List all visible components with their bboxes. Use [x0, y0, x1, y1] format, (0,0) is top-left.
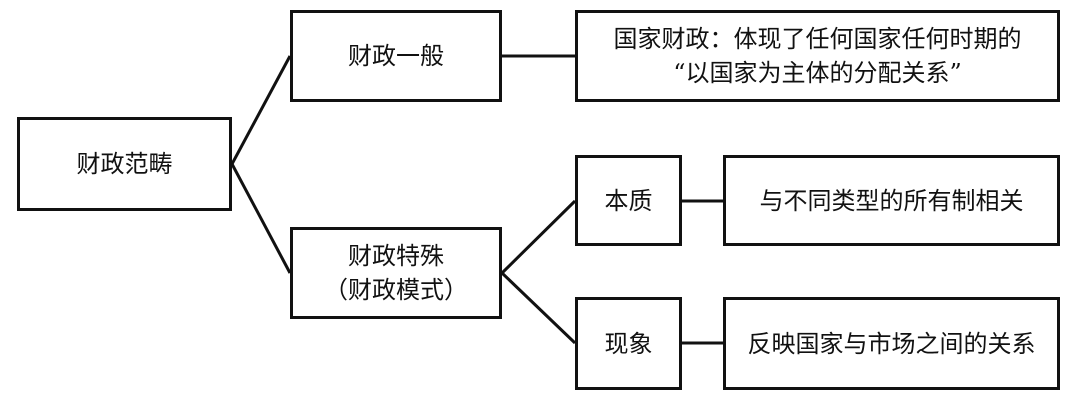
general-label: 财政一般: [348, 42, 444, 70]
phenomenon-node: 现象: [575, 297, 682, 390]
phenomenon-description-node: 反映国家与市场之间的关系: [723, 297, 1060, 390]
root-label: 财政范畴: [76, 150, 173, 178]
special-node: 财政特殊 （财政模式）: [290, 227, 502, 319]
general-description-node: 国家财政：体现了任何国家任何时期的 “以国家为主体的分配关系”: [575, 10, 1060, 102]
connector-special-to-essence: [500, 199, 577, 275]
essence-node: 本质: [575, 155, 682, 246]
general-description-line2: “以国家为主体的分配关系”: [673, 59, 962, 87]
connector-root-to-general: [230, 55, 292, 165]
connector-special-to-phenomenon: [500, 271, 577, 345]
general-node: 财政一般: [290, 10, 502, 102]
connector-root-to-special: [230, 163, 292, 274]
root-node: 财政范畴: [17, 117, 232, 211]
essence-description: 与不同类型的所有制相关: [759, 186, 1024, 215]
phenomenon-description: 反映国家与市场之间的关系: [747, 329, 1036, 358]
special-label-line1: 财政特殊: [348, 242, 444, 270]
essence-description-node: 与不同类型的所有制相关: [723, 155, 1060, 246]
general-description-line1: 国家财政：体现了任何国家任何时期的: [613, 25, 1022, 53]
phenomenon-label: 现象: [604, 329, 653, 358]
special-label-line2: （财政模式）: [324, 276, 468, 304]
essence-label: 本质: [604, 186, 653, 215]
